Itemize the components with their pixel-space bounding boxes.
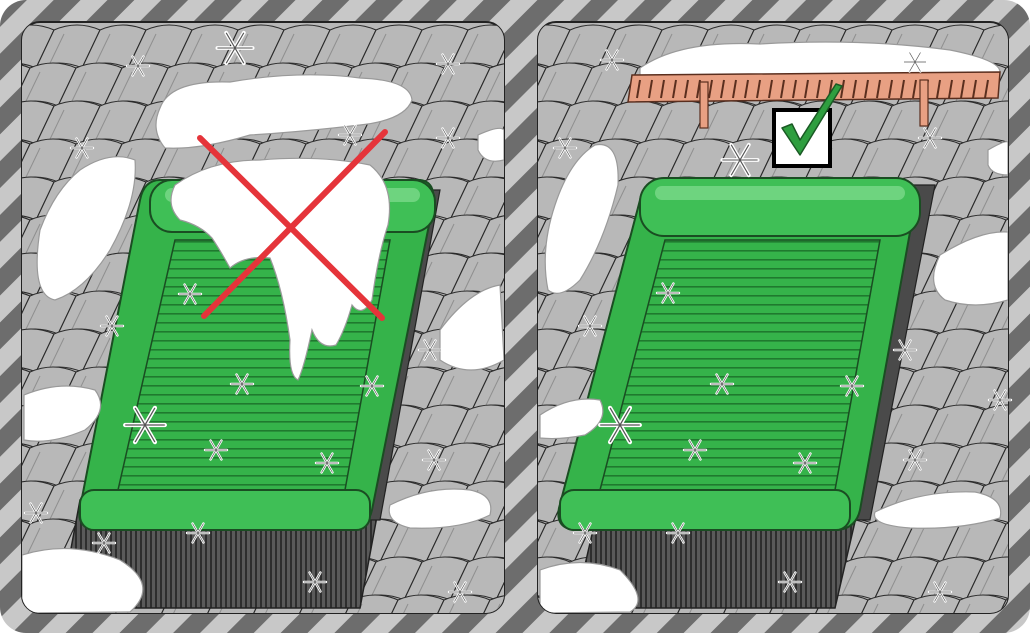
panel-right [460,22,1030,633]
